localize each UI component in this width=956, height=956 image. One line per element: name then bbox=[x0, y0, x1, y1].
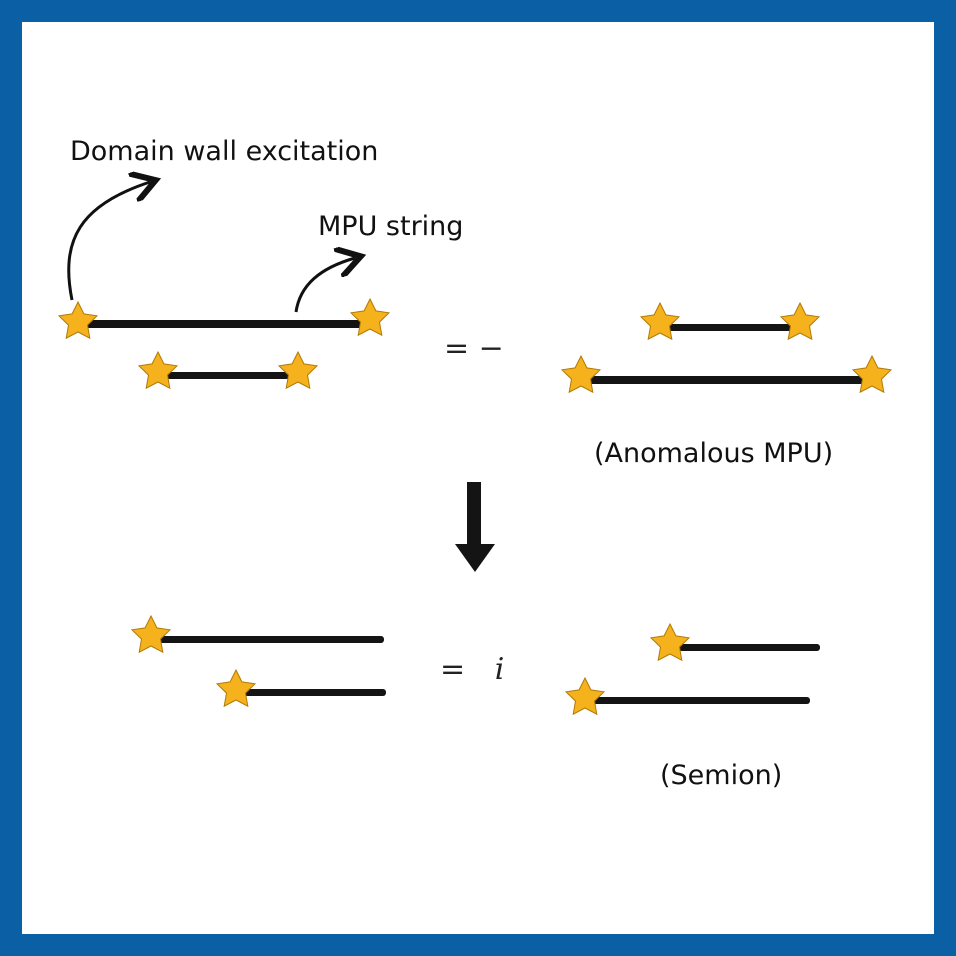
half-string-left-lower bbox=[238, 689, 386, 696]
equals-sign: = bbox=[440, 652, 466, 687]
mpu-string-top-long bbox=[82, 320, 372, 328]
mpu-string-pointer-arrow bbox=[294, 258, 355, 313]
star-icon bbox=[349, 297, 391, 337]
star-icon bbox=[277, 350, 319, 390]
down-arrow-icon bbox=[455, 482, 495, 572]
domain-wall-label: Domain wall excitation bbox=[70, 136, 379, 167]
star-icon bbox=[649, 622, 691, 662]
anomalous-string-short bbox=[662, 324, 802, 331]
anomalous-mpu-label: (Anomalous MPU) bbox=[594, 438, 834, 469]
equation-bottom: = i bbox=[440, 652, 504, 687]
star-icon bbox=[639, 301, 681, 341]
equation-top: = − bbox=[444, 331, 504, 366]
half-string-right-upper bbox=[670, 644, 820, 651]
mpu-string-top-short bbox=[162, 372, 302, 379]
phase-i: i bbox=[494, 652, 505, 687]
half-string-right-lower bbox=[586, 697, 810, 704]
star-icon bbox=[137, 350, 179, 390]
star-icon bbox=[851, 354, 893, 394]
diagram-frame bbox=[22, 22, 934, 934]
star-icon bbox=[779, 301, 821, 341]
star-icon bbox=[57, 300, 99, 340]
star-icon bbox=[215, 668, 257, 708]
star-icon bbox=[564, 676, 606, 716]
star-icon bbox=[130, 614, 172, 654]
mpu-string-label: MPU string bbox=[318, 211, 464, 242]
star-icon bbox=[560, 354, 602, 394]
semion-label: (Semion) bbox=[660, 760, 783, 791]
domain-wall-pointer-arrow bbox=[67, 182, 150, 301]
half-string-left-upper bbox=[152, 636, 384, 643]
anomalous-string-long bbox=[580, 376, 872, 384]
